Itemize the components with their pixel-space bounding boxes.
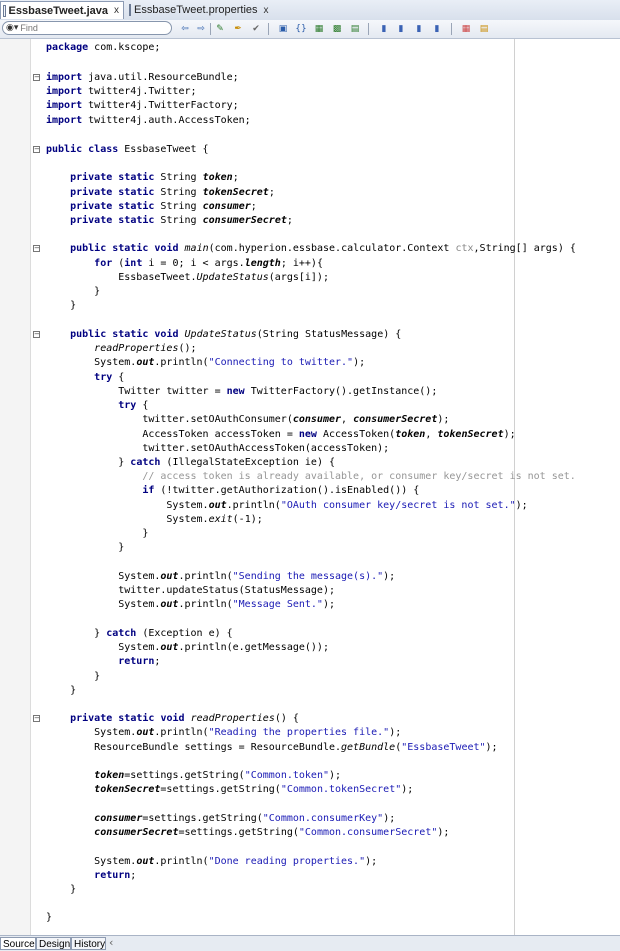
find-input[interactable] — [18, 23, 143, 33]
code-line[interactable]: readProperties(); — [94, 343, 197, 354]
code-line[interactable]: System.exit(-1); — [46, 514, 263, 525]
code-line[interactable]: } catch (Exception e) { — [46, 628, 233, 639]
toolbar-separator — [368, 23, 369, 35]
code-line[interactable]: System.out.println("Sending the message(… — [46, 571, 396, 582]
code-line[interactable]: import twitter4j.TwitterFactory; — [46, 100, 239, 111]
code-line[interactable]: } — [46, 884, 77, 895]
code-line[interactable]: public static void main(com.hyperion.ess… — [70, 243, 576, 254]
code-line[interactable]: } — [46, 542, 125, 553]
code-line[interactable]: import twitter4j.Twitter; — [46, 86, 197, 97]
editor-tab-strip: EssbaseTweet.java x EssbaseTweet.propert… — [0, 0, 620, 21]
code-line[interactable]: EssbaseTweet.UpdateStatus(args[i]); — [46, 272, 329, 283]
close-icon[interactable]: x — [263, 4, 269, 16]
code-line[interactable]: consumer=settings.getString("Common.cons… — [94, 813, 396, 824]
code-line[interactable]: if (!twitter.getAuthorization().isEnable… — [142, 485, 420, 496]
find-box[interactable]: ◉▾ — [2, 21, 172, 35]
close-icon[interactable]: x — [114, 5, 119, 16]
code-line[interactable]: } — [46, 912, 53, 923]
forward-icon[interactable]: ⇨ — [197, 23, 205, 34]
code-line[interactable]: } catch (IllegalStateException ie) { — [46, 457, 336, 468]
tab-label: EssbaseTweet.properties — [134, 4, 258, 16]
code-line[interactable]: System.out.println("Message Sent."); — [46, 599, 335, 610]
code-line[interactable]: return; — [118, 656, 161, 667]
tab-essbasetweet-properties[interactable]: EssbaseTweet.properties x — [127, 1, 269, 19]
code-line[interactable]: System.out.println("Connecting to twitte… — [46, 357, 366, 368]
editor-toolbar: ◉▾ ⇦ ⇨ ✎ ✒ ✔ ▣ {} ▦ ▩ ▤ ▮ ▮ ▮ ▮ ▦ ▤ — [0, 20, 620, 39]
code-line[interactable]: twitter.setOAuthAccessToken(accessToken)… — [46, 443, 390, 454]
toggle-bookmark-icon[interactable]: ▩ — [332, 23, 342, 34]
code-line[interactable]: } — [46, 528, 149, 539]
fold-collapse-icon[interactable]: − — [33, 714, 40, 722]
start-macro-icon[interactable]: ▮ — [434, 23, 440, 34]
tab-essbasetweet-java[interactable]: EssbaseTweet.java x — [0, 1, 124, 19]
code-line[interactable]: Twitter twitter = new TwitterFactory().g… — [46, 386, 438, 397]
fold-collapse-icon[interactable]: − — [33, 330, 40, 338]
code-line[interactable]: System.out.println("Reading the properti… — [46, 727, 402, 738]
code-line[interactable]: for (int i = 0; i < args.length; i++){ — [94, 258, 323, 269]
code-line[interactable]: public class EssbaseTweet { — [46, 144, 209, 155]
view-tab-bar: Source Design History ‹ — [0, 935, 620, 951]
toggle-highlight-icon[interactable]: ✎ — [216, 23, 224, 34]
back-icon[interactable]: ⇦ — [181, 23, 189, 34]
tab-source[interactable]: Source — [0, 937, 36, 950]
right-margin-guide — [514, 39, 515, 935]
binoculars-icon[interactable]: ◉▾ — [6, 23, 19, 33]
shift-left-icon[interactable]: ▮ — [398, 23, 404, 34]
code-line[interactable]: import twitter4j.auth.AccessToken; — [46, 115, 251, 126]
code-line[interactable]: AccessToken accessToken = new AccessToke… — [46, 429, 516, 440]
previous-bookmark-icon[interactable]: ▤ — [350, 23, 360, 34]
toolbar-separator — [210, 23, 211, 35]
code-line[interactable]: private static String tokenSecret; — [70, 187, 275, 198]
toolbar-separator — [268, 23, 269, 35]
code-line[interactable]: import java.util.ResourceBundle; — [46, 72, 239, 83]
code-line[interactable]: System.out.println(e.getMessage()); — [46, 642, 329, 653]
code-line[interactable]: token=settings.getString("Common.token")… — [94, 770, 342, 781]
fold-collapse-icon[interactable]: − — [33, 244, 40, 252]
tab-design[interactable]: Design — [36, 937, 71, 950]
code-line[interactable]: consumerSecret=settings.getString("Commo… — [94, 827, 450, 838]
code-editor[interactable]: package com.kscope; import java.util.Reso… — [0, 39, 620, 935]
tab-label: EssbaseTweet.java — [8, 4, 108, 17]
line-gutter — [0, 39, 31, 935]
code-line[interactable]: private static String consumerSecret; — [70, 215, 293, 226]
find-selection-icon[interactable]: ▣ — [278, 23, 288, 34]
code-line[interactable]: private static String token; — [70, 172, 239, 183]
code-line[interactable]: System.out.println("OAuth consumer key/s… — [46, 500, 528, 511]
stop-macro-icon[interactable]: ▦ — [461, 23, 471, 34]
run-macro-icon[interactable]: ▤ — [479, 23, 489, 34]
code-line[interactable]: public static void UpdateStatus(String S… — [70, 329, 402, 340]
find-next-icon[interactable]: ▦ — [314, 23, 324, 34]
code-line[interactable]: tokenSecret=settings.getString("Common.t… — [94, 784, 414, 795]
code-line[interactable]: twitter.setOAuthConsumer(consumer, consu… — [46, 414, 450, 425]
shift-right-icon[interactable]: ▮ — [416, 23, 422, 34]
properties-file-icon — [129, 4, 131, 16]
code-line[interactable]: try { — [94, 372, 125, 383]
find-previous-icon[interactable]: {} — [295, 23, 307, 34]
tab-history[interactable]: History — [71, 937, 106, 950]
code-line[interactable]: System.out.println("Done reading propert… — [46, 856, 378, 867]
code-line[interactable]: package com.kscope; — [46, 42, 161, 53]
code-line[interactable]: try { — [118, 400, 149, 411]
java-file-icon — [3, 4, 6, 17]
code-line[interactable]: twitter.updateStatus(StatusMessage); — [46, 585, 335, 596]
code-line[interactable]: } — [46, 685, 77, 696]
toolbar-separator — [451, 23, 452, 35]
scroll-left-icon[interactable]: ‹ — [109, 936, 114, 949]
code-line[interactable]: private static void readProperties() { — [70, 713, 299, 724]
next-bookmark-icon[interactable]: ▮ — [381, 23, 387, 34]
code-line[interactable]: } — [46, 671, 101, 682]
code-line[interactable]: } — [46, 286, 101, 297]
fold-collapse-icon[interactable]: − — [33, 73, 40, 81]
code-line[interactable]: return; — [94, 870, 137, 881]
code-line[interactable]: // access token is already available, or… — [142, 471, 576, 482]
format-icon[interactable]: ✒ — [234, 23, 242, 34]
code-line[interactable]: } — [46, 300, 77, 311]
comment-icon[interactable]: ✔ — [252, 23, 260, 34]
code-line[interactable]: private static String consumer; — [70, 201, 257, 212]
code-line[interactable]: ResourceBundle settings = ResourceBundle… — [46, 742, 498, 753]
fold-collapse-icon[interactable]: − — [33, 145, 40, 153]
